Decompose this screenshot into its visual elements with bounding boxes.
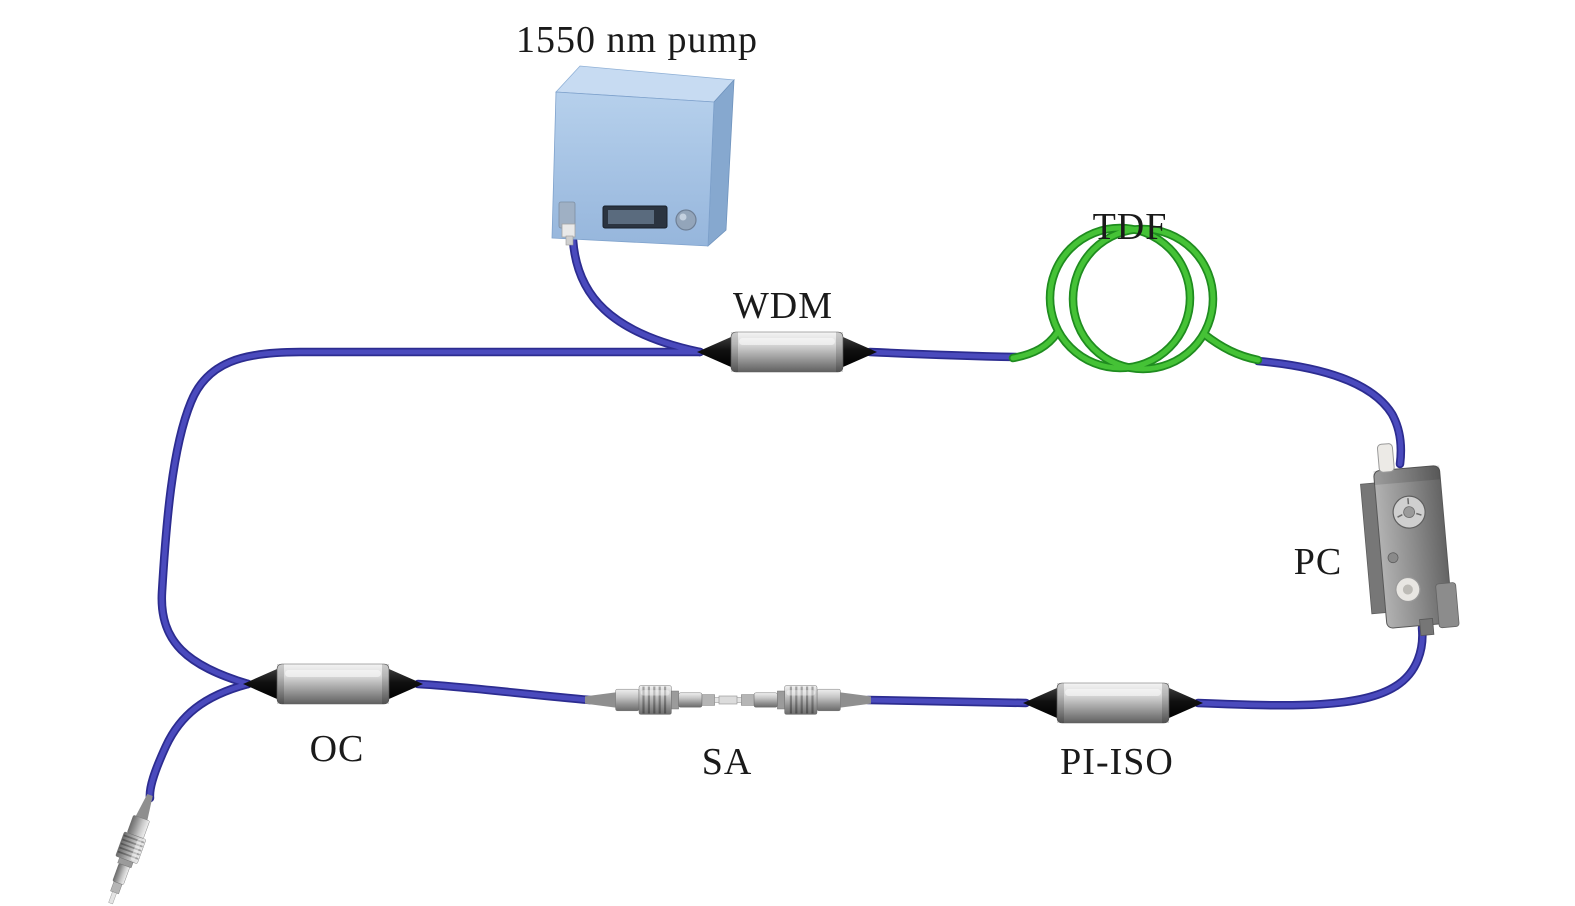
label-tdf: TDF xyxy=(1093,206,1168,248)
pc-bottom-port xyxy=(1419,618,1435,636)
pc-dial-center xyxy=(1403,506,1416,519)
tdf-green-fiber-coil xyxy=(1013,228,1258,369)
wdm-coupler xyxy=(696,331,878,373)
pump-knob xyxy=(675,209,697,231)
label-pump: 1550 nm pump xyxy=(516,19,758,61)
pump-display-screen xyxy=(608,210,654,224)
label-sa: SA xyxy=(702,741,753,783)
label-wdm: WDM xyxy=(733,285,833,327)
pump-laser-box xyxy=(551,65,735,247)
label-oc: OC xyxy=(310,728,365,770)
output-fc-connector xyxy=(98,790,162,906)
pc-screw xyxy=(1387,552,1399,564)
pump-output-ferrule xyxy=(565,235,574,246)
sa-right-connector xyxy=(725,684,873,716)
isolator xyxy=(1022,682,1204,724)
saturable-absorber xyxy=(583,684,873,716)
output-coupler xyxy=(242,663,424,705)
label-pi-iso: PI-ISO xyxy=(1060,741,1174,783)
pump-knob-highlight xyxy=(679,213,687,221)
pc-top-screw xyxy=(1376,443,1395,473)
pc-lower-block xyxy=(1435,582,1460,629)
polarization-controller xyxy=(1360,443,1460,636)
pump-output-nut xyxy=(561,223,576,238)
pump-box-front-face xyxy=(551,91,715,247)
label-pc: PC xyxy=(1294,541,1342,583)
pc-thumbscrew-center xyxy=(1402,584,1413,595)
sa-left-connector xyxy=(583,684,731,716)
sa-mating-sleeve xyxy=(718,695,738,705)
